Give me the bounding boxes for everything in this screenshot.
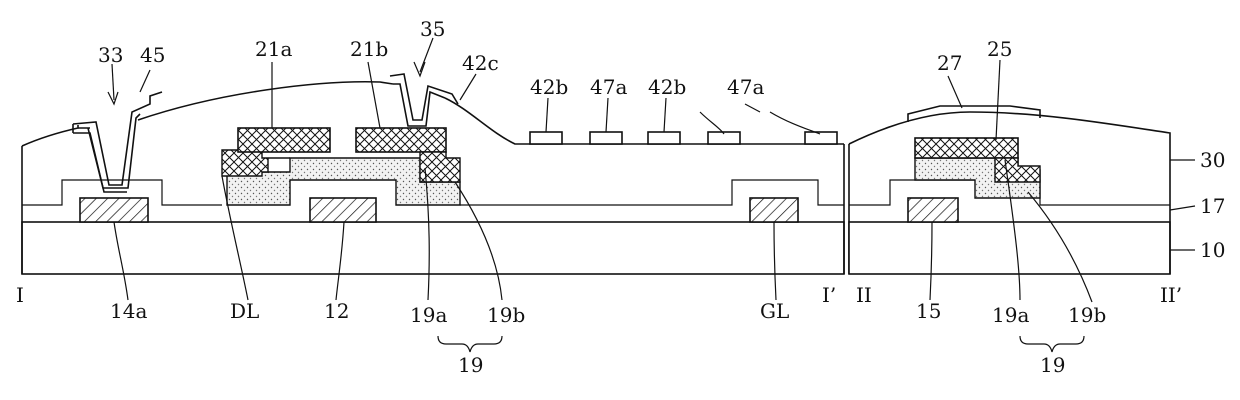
gate-electrode-12 — [310, 198, 376, 222]
label-10: 10 — [1200, 238, 1225, 262]
brace-19-right — [1020, 336, 1084, 352]
label-45: 45 — [140, 43, 165, 67]
label-dl: DL — [230, 299, 259, 323]
substrate-layer-ii — [849, 222, 1170, 274]
label-gl: GL — [760, 299, 789, 323]
label-19-right: 19 — [1040, 353, 1065, 377]
label-21b: 21b — [350, 37, 388, 61]
gate-electrode-15 — [908, 198, 958, 222]
label-33: 33 — [98, 43, 123, 67]
electrode-25 — [915, 138, 1018, 158]
source-electrode-21a — [238, 128, 330, 152]
section-label-ii-prime: II’ — [1160, 283, 1182, 307]
label-25: 25 — [987, 37, 1012, 61]
label-19-left: 19 — [458, 353, 483, 377]
label-19a-right: 19a — [992, 303, 1029, 327]
label-42c: 42c — [462, 51, 499, 75]
label-35: 35 — [420, 17, 445, 41]
electrode-42c — [390, 74, 458, 120]
brace-19-left — [438, 336, 502, 352]
label-19b-right: 19b — [1068, 303, 1106, 327]
pad-42b-2 — [648, 132, 680, 144]
label-21a: 21a — [255, 37, 292, 61]
label-19b-left: 19b — [487, 303, 525, 327]
label-47a-2: 47a — [727, 75, 764, 99]
gate-line-gl — [750, 198, 798, 222]
label-42b-2: 42b — [648, 75, 686, 99]
label-19a-left: 19a — [410, 303, 447, 327]
label-27: 27 — [937, 51, 962, 75]
pad-47a-3 — [805, 132, 837, 144]
label-30: 30 — [1200, 148, 1225, 172]
label-15: 15 — [916, 299, 941, 323]
label-47a-1: 47a — [590, 75, 627, 99]
electrode-45 — [73, 92, 162, 185]
pad-42b-1 — [530, 132, 562, 144]
pad-47a-1 — [590, 132, 622, 144]
gate-electrode-14a — [80, 198, 148, 222]
label-12: 12 — [324, 299, 349, 323]
substrate-layer — [22, 222, 844, 274]
section-label-i-prime: I’ — [822, 283, 836, 307]
section-label-i: I — [16, 283, 24, 307]
region-i — [22, 74, 844, 274]
label-17: 17 — [1200, 194, 1225, 218]
label-42b-1: 42b — [530, 75, 568, 99]
label-14a: 14a — [110, 299, 147, 323]
section-label-ii: II — [856, 283, 872, 307]
drain-electrode-21b — [356, 128, 446, 152]
